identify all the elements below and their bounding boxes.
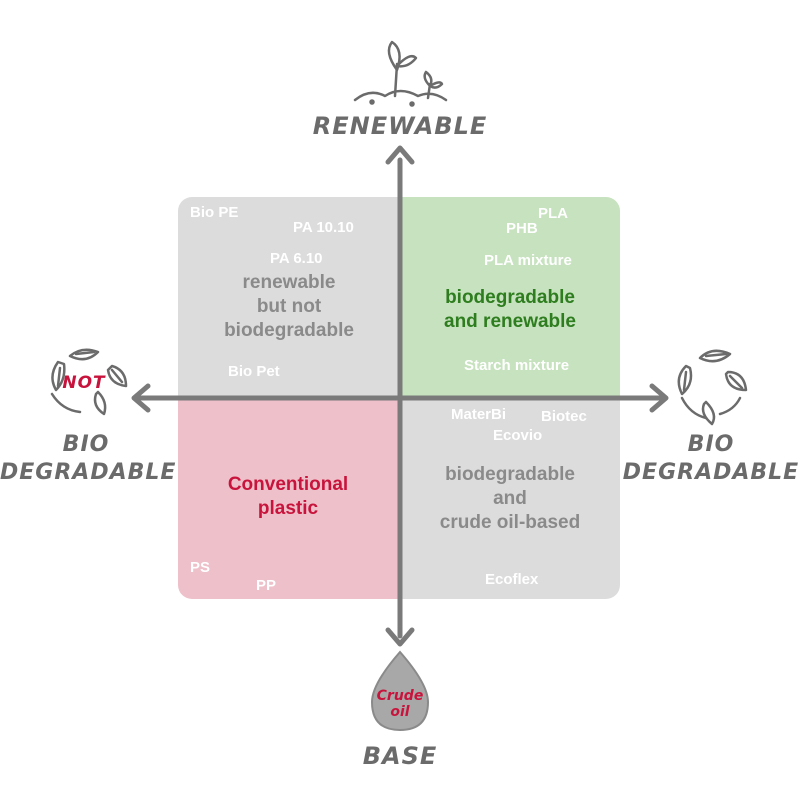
quadrant-biodegradable-renewable — [400, 197, 620, 398]
material-label: PLA mixture — [484, 252, 572, 269]
leaf-cycle-icon — [50, 348, 128, 416]
quadrant-title-line: but not — [256, 296, 322, 317]
crude-oil-line: oil — [390, 704, 410, 720]
axis-label-line: BIO — [62, 432, 110, 457]
left-arrow-icon — [131, 383, 151, 413]
quadrant-title: renewable but not biodegradable — [200, 271, 378, 343]
right-arrow-icon — [649, 383, 669, 413]
material-label: Biotec — [541, 408, 587, 425]
axis-label-line: BIO — [687, 432, 735, 457]
quadrant-title: biodegradable and crude oil-based — [410, 463, 610, 535]
material-label: PHB — [506, 220, 538, 237]
quadrant-title-line: biodegradable — [445, 287, 575, 308]
quadrant-title-line: crude oil-based — [439, 512, 581, 533]
quadrant-title-line: and — [493, 488, 527, 509]
quadrant-title-line: and renewable — [444, 311, 576, 332]
quadrant-title-line: renewable — [242, 272, 336, 293]
crude-oil-line: Crude — [376, 688, 424, 704]
material-label: Bio PE — [190, 204, 239, 221]
quadrant-title: biodegradable and renewable — [416, 286, 604, 334]
material-label: PP — [256, 577, 277, 594]
material-label: Ecoflex — [485, 571, 539, 588]
axis-label-line: DEGRADABLE — [0, 460, 177, 485]
material-label: PS — [190, 559, 211, 576]
axis-label-not: NOT — [62, 373, 106, 393]
quadrant-title-line: plastic — [257, 498, 319, 519]
material-label: Starch mixture — [464, 357, 570, 374]
axis-label-biodegradable: BIO DEGRADABLE — [622, 431, 800, 487]
quadrant-renewable-not-biodegradable — [178, 197, 400, 398]
material-label: Bio Pet — [228, 363, 280, 380]
quadrant-title-line: Conventional — [227, 474, 349, 495]
axis-label-base: BASE — [362, 742, 438, 770]
crude-oil-label: Crude oil — [360, 688, 440, 720]
material-label: Ecovio — [493, 427, 543, 444]
sprout-icon — [353, 40, 448, 107]
quadrant-title-line: biodegradable — [224, 320, 354, 341]
quadrant-title: Conventional plastic — [190, 473, 386, 521]
material-label: PA 10.10 — [293, 219, 354, 236]
axis-label-line: DEGRADABLE — [622, 460, 800, 485]
leaf-cycle-icon — [677, 349, 748, 426]
quadrant-biodegradable-crude-oil — [400, 398, 620, 599]
quadrant-conventional-plastic — [178, 398, 400, 599]
oil-drop-icon — [370, 650, 430, 732]
quadrant-title-line: biodegradable — [445, 464, 575, 485]
axis-label-renewable: RENEWABLE — [312, 112, 488, 140]
axis-label-not-biodegradable: BIO DEGRADABLE — [0, 431, 177, 487]
material-label: PA 6.10 — [270, 250, 323, 267]
material-label: PLA — [538, 205, 568, 222]
up-arrow-icon — [385, 145, 415, 165]
down-arrow-icon — [385, 627, 415, 647]
material-label: MaterBi — [451, 406, 507, 423]
